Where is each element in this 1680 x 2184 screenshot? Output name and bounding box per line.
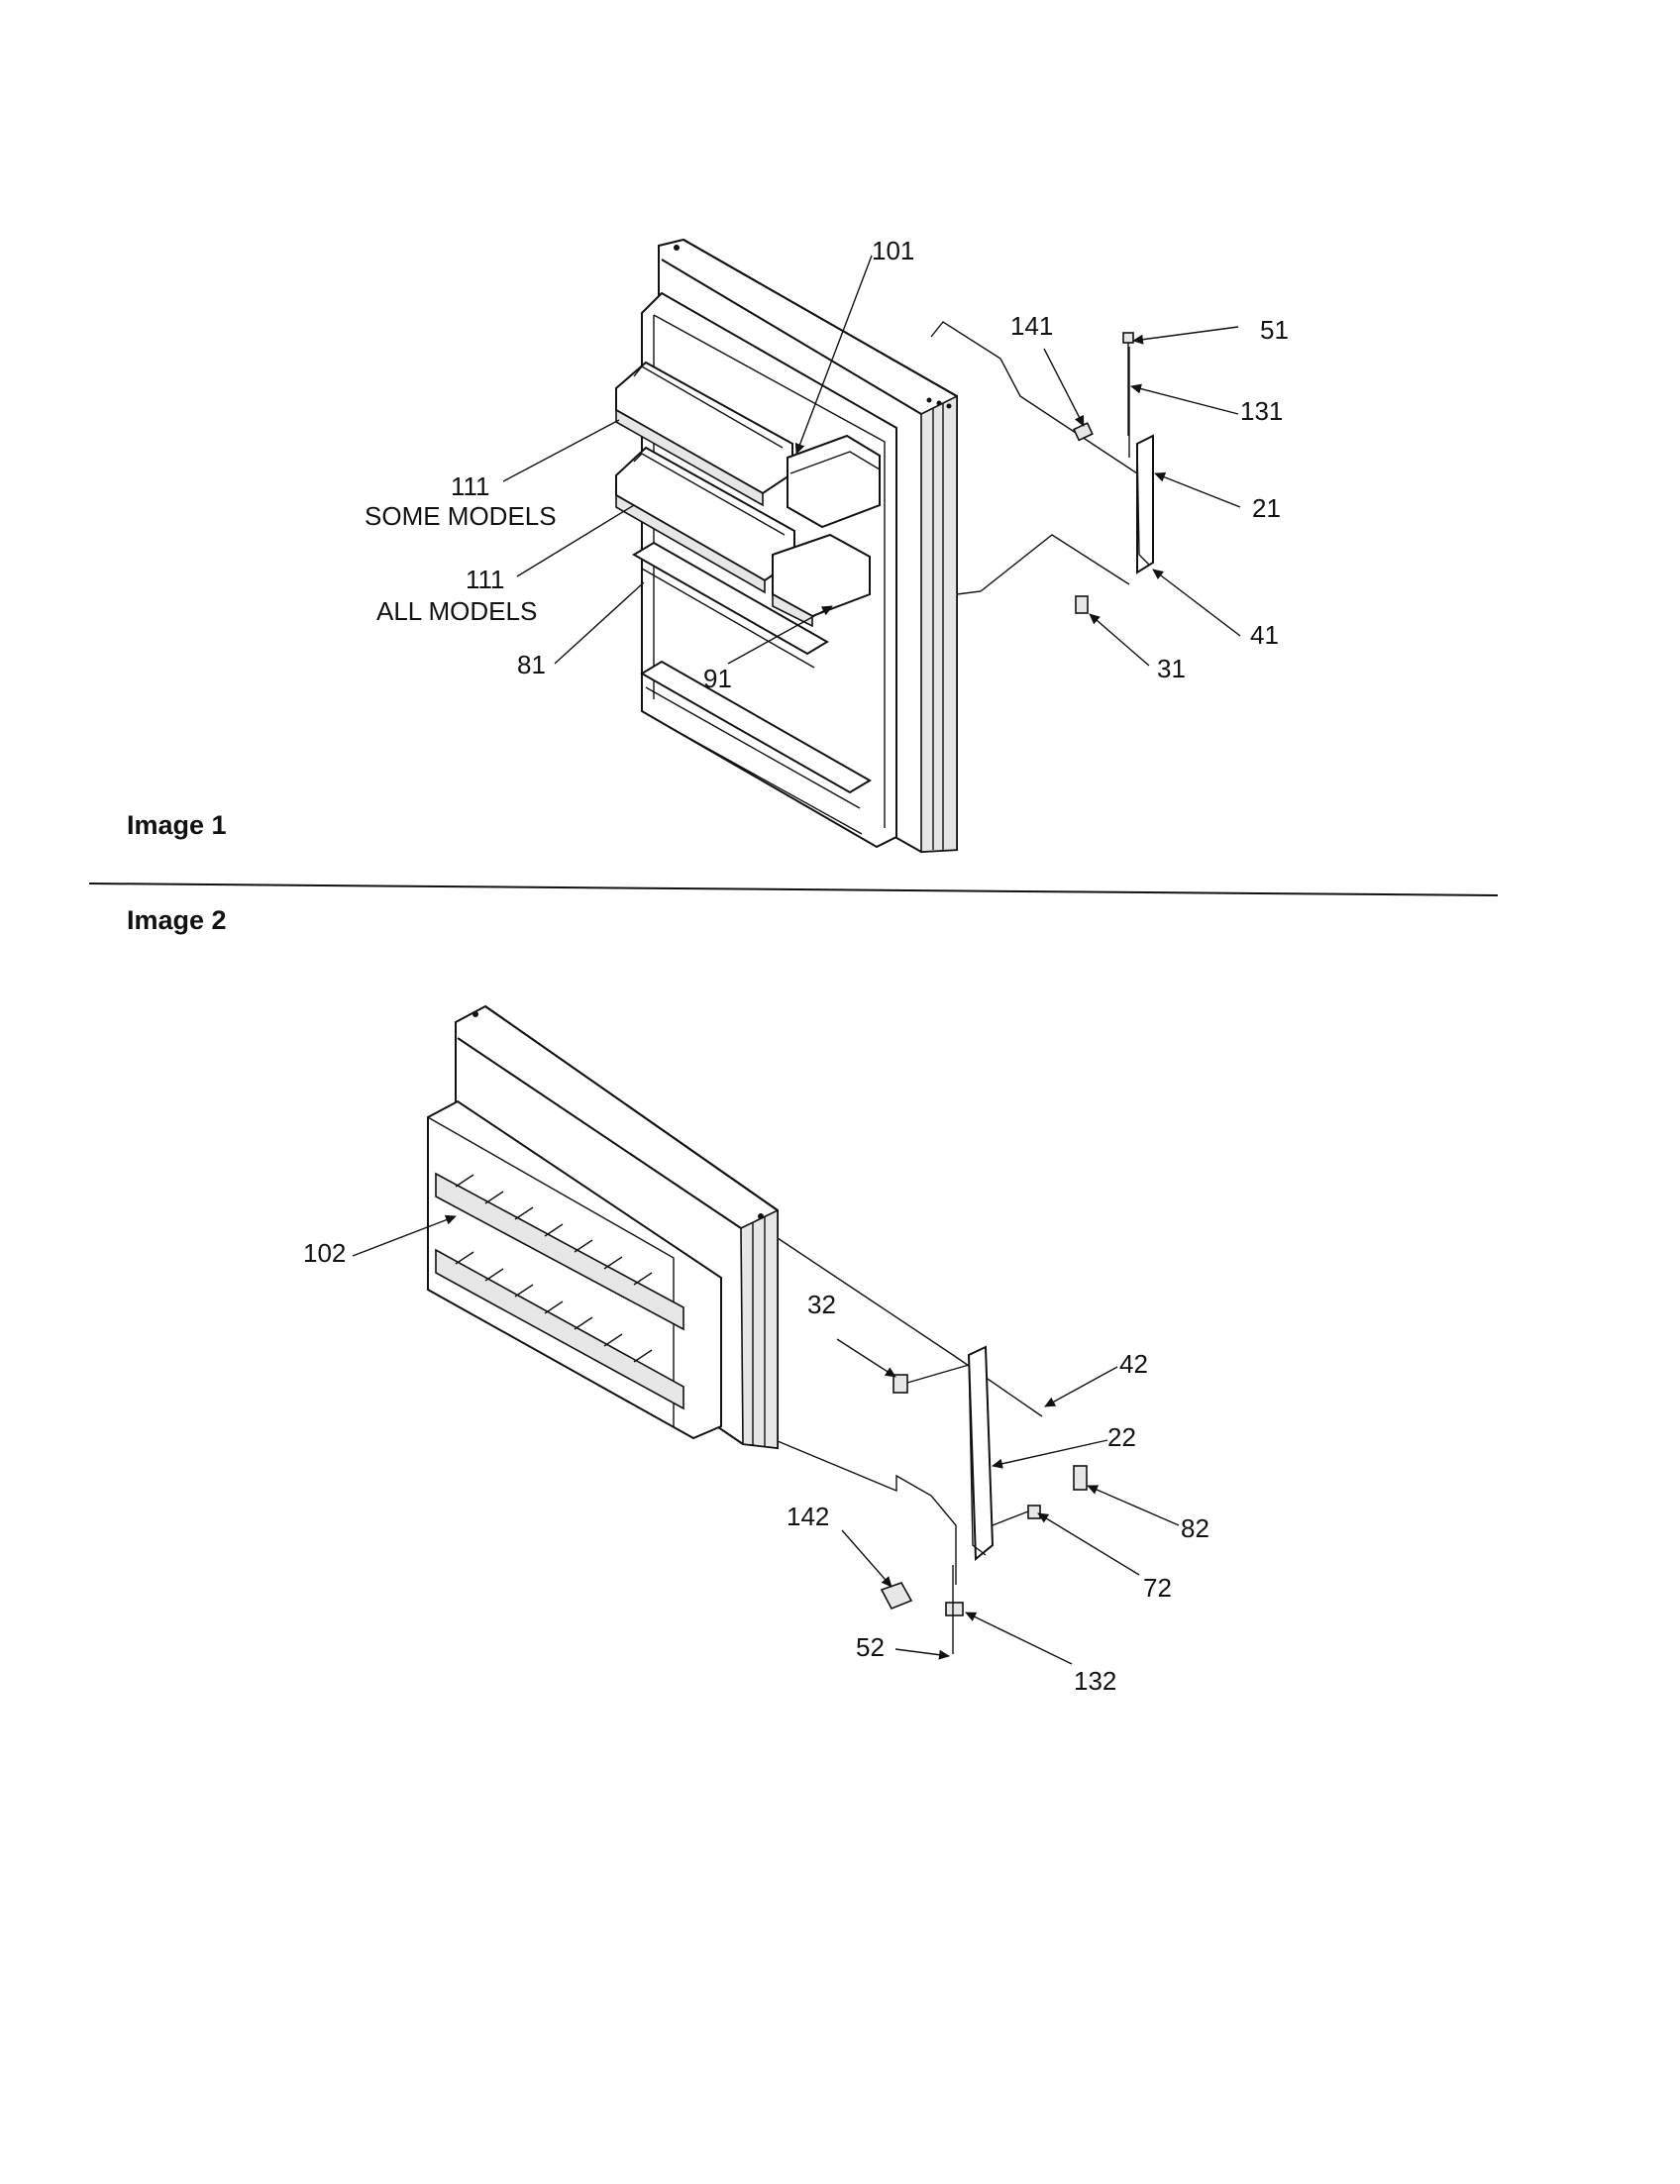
callout-21: 21 <box>1252 493 1281 523</box>
callout-102: 102 <box>303 1238 346 1268</box>
basket-slats <box>455 1174 653 1363</box>
callout-32: 32 <box>807 1290 836 1319</box>
callout-101: 101 <box>872 236 914 265</box>
image1-labels: 101 141 51 131 21 41 31 111 SOME MODELS … <box>127 236 1289 840</box>
callout-22: 22 <box>1107 1422 1136 1452</box>
caption-image-1: Image 1 <box>127 810 227 840</box>
callout-72: 72 <box>1143 1573 1172 1603</box>
callout-82: 82 <box>1181 1513 1209 1543</box>
callout-111-some: 111 <box>451 471 490 501</box>
callout-51: 51 <box>1260 315 1289 345</box>
image2-handle-assembly <box>777 1237 1088 1654</box>
caption-image-2: Image 2 <box>127 905 227 935</box>
callout-41: 41 <box>1250 620 1279 650</box>
callout-42: 42 <box>1119 1349 1148 1379</box>
image1-leaders <box>502 255 1241 667</box>
callout-132: 132 <box>1074 1666 1116 1696</box>
image1-handle-assembly <box>930 321 1154 614</box>
callout-52: 52 <box>856 1632 885 1662</box>
image2-leaders <box>352 1214 1180 1665</box>
note-some-models: SOME MODELS <box>365 501 557 531</box>
callout-141: 141 <box>1010 311 1053 341</box>
callout-81: 81 <box>517 650 546 679</box>
callout-131: 131 <box>1240 396 1283 426</box>
callout-142: 142 <box>787 1502 829 1531</box>
callout-91: 91 <box>703 664 732 693</box>
section-divider <box>88 883 1499 896</box>
callout-31: 31 <box>1157 654 1186 683</box>
image2-labels: 102 32 42 22 82 72 142 52 132 <box>303 1238 1209 1696</box>
note-all-models: ALL MODELS <box>376 596 537 626</box>
callout-111-all: 111 <box>466 565 505 594</box>
image2-drawer-assembly <box>427 1004 779 1450</box>
image1-door-assembly <box>615 238 958 854</box>
